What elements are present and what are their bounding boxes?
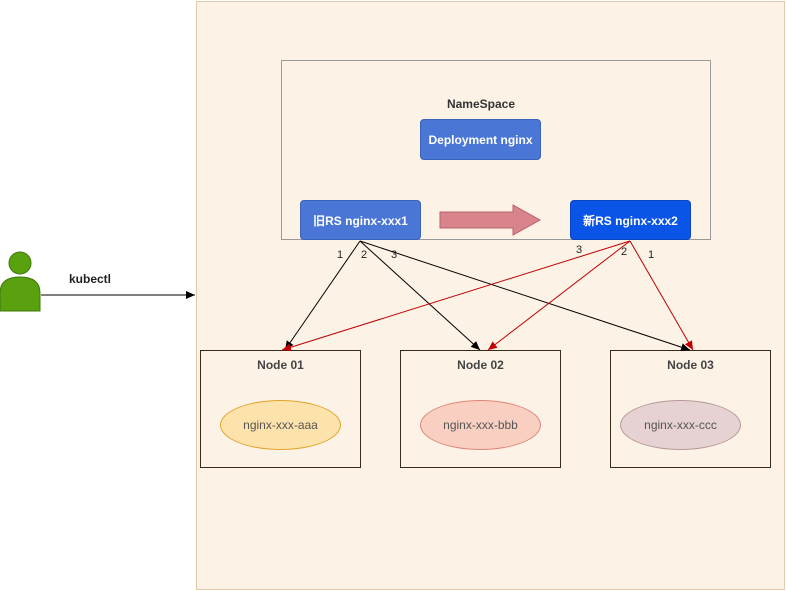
old-edge-3	[359, 240, 691, 351]
deployment-box[interactable]: Deployment nginx	[420, 119, 541, 160]
old-edge-number-1: 1	[337, 249, 344, 261]
old-edge-2	[359, 240, 481, 351]
pod-bbb[interactable]: nginx-xxx-bbb	[420, 400, 541, 450]
cluster-area	[196, 1, 785, 590]
new-edge-number-3: 3	[576, 244, 583, 256]
pod-aaa[interactable]: nginx-xxx-aaa	[220, 400, 341, 450]
new-edge-3	[281, 240, 631, 352]
new-edge-2	[487, 240, 631, 351]
user-icon	[0, 251, 41, 312]
new-edge-number-1: 1	[648, 249, 655, 261]
pod-ccc[interactable]: nginx-xxx-ccc	[620, 400, 741, 450]
new-replicaset-box[interactable]: 新RS nginx-xxx2	[570, 200, 691, 240]
kubectl-label: kubectl	[69, 272, 112, 286]
namespace-box	[281, 60, 711, 240]
new-edge-number-2: 2	[621, 246, 628, 258]
old-edge-1	[284, 240, 361, 351]
old-edge-number-3: 3	[391, 249, 398, 261]
node-03-label: Node 03	[667, 358, 714, 372]
new-edge-1	[629, 240, 694, 351]
node-01-label: Node 01	[257, 358, 304, 372]
namespace-label: NameSpace	[446, 97, 516, 111]
old-edge-number-2: 2	[361, 249, 368, 261]
old-replicaset-box[interactable]: 旧RS nginx-xxx1	[300, 200, 421, 240]
node-02-label: Node 02	[457, 358, 504, 372]
rollout-arrow	[439, 204, 542, 236]
